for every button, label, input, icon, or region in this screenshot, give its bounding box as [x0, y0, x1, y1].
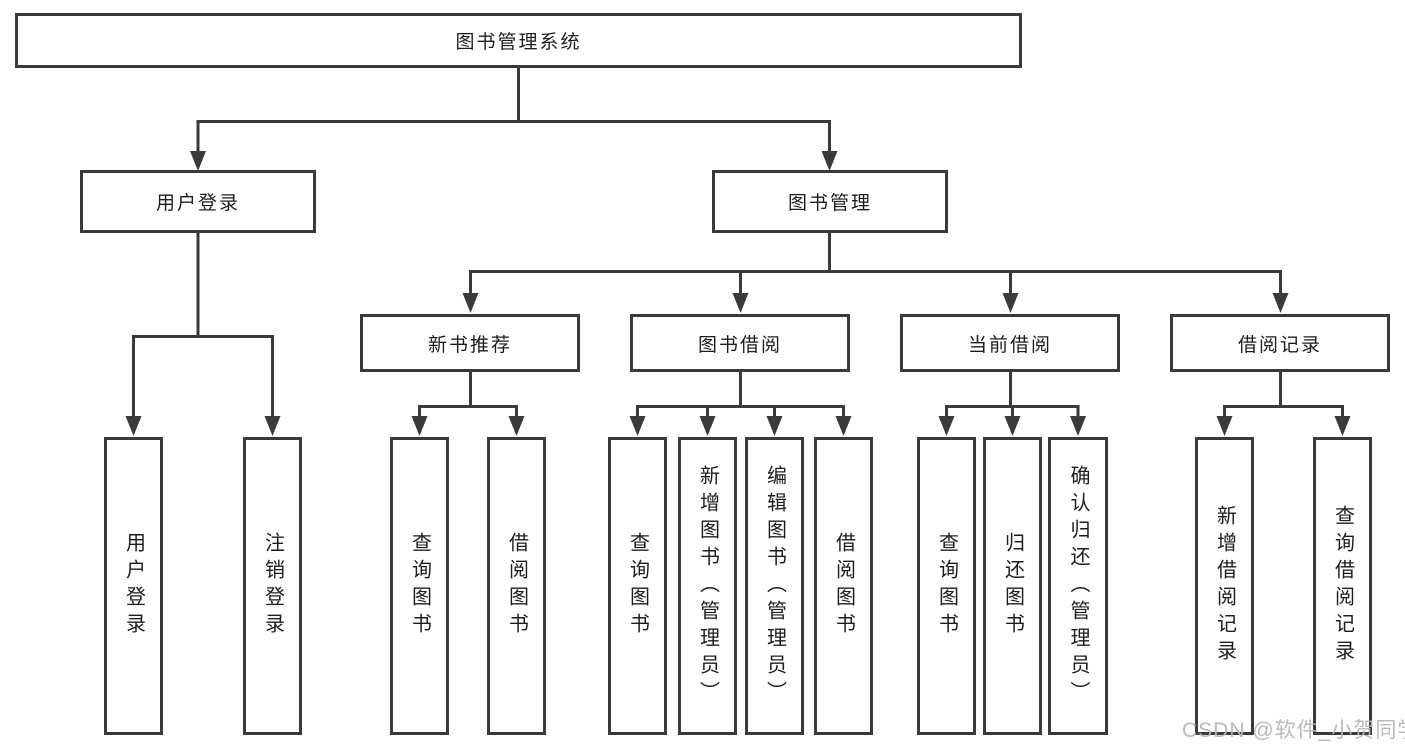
arrowhead-icon	[732, 293, 749, 313]
leaf-borrow-borrow-books: 借阅图书	[814, 437, 873, 735]
arrowhead-icon	[766, 416, 783, 436]
leaf-current-return-books-label: 归还图书	[1001, 532, 1024, 640]
leaf-current-confirm-return-admin: 确认归还（管理员）	[1048, 437, 1108, 735]
connector-recommend-to-leaves	[418, 370, 518, 421]
leaf-current-query-books-label: 查询图书	[935, 532, 958, 640]
leaf-recommend-borrow-books-label: 借阅图书	[505, 532, 528, 640]
leaf-borrow-add-books-admin-label: 新增图书（管理员）	[696, 464, 719, 708]
leaf-logout-label: 注销登录	[261, 532, 284, 640]
leaf-records-add: 新增借阅记录	[1195, 437, 1254, 735]
arrowhead-icon	[1216, 416, 1233, 436]
arrowhead-icon	[699, 416, 716, 436]
csdn-watermark: CSDN @软件_小贺同学	[1182, 719, 1405, 742]
arrowhead-icon	[1070, 416, 1086, 436]
leaf-recommend-query-books-label: 查询图书	[408, 532, 431, 640]
arrowhead-icon	[1334, 416, 1351, 436]
arrowhead-icon	[508, 416, 525, 436]
leaf-borrow-edit-books-admin: 编辑图书（管理员）	[745, 437, 804, 735]
connector-root-to-level2	[196, 66, 831, 156]
arrowhead-icon	[462, 293, 479, 313]
connector-current-to-leaves	[945, 370, 1080, 421]
node-book-borrow: 图书借阅	[630, 314, 850, 372]
node-user-login: 用户登录	[80, 170, 316, 233]
arrowhead-icon	[938, 416, 955, 436]
leaf-borrow-query-books-label: 查询图书	[626, 532, 649, 640]
leaf-borrow-query-books: 查询图书	[608, 437, 667, 735]
leaf-recommend-borrow-books: 借阅图书	[487, 437, 546, 735]
leaf-borrow-add-books-admin: 新增图书（管理员）	[678, 437, 737, 735]
leaf-records-add-label: 新增借阅记录	[1213, 505, 1236, 667]
node-new-book-recommend: 新书推荐	[360, 314, 580, 372]
leaf-user-login-label: 用户登录	[122, 532, 145, 640]
arrowhead-icon	[821, 151, 838, 171]
leaf-borrow-edit-books-admin-label: 编辑图书（管理员）	[763, 464, 786, 708]
leaf-borrow-borrow-books-label: 借阅图书	[832, 532, 855, 640]
node-library-management-system: 图书管理系统	[15, 13, 1022, 68]
arrowhead-icon	[1272, 293, 1289, 313]
node-borrow-records: 借阅记录	[1170, 314, 1390, 372]
leaf-recommend-query-books: 查询图书	[390, 437, 449, 735]
arrowhead-icon	[411, 416, 428, 436]
arrowhead-icon	[264, 416, 281, 436]
leaf-user-login: 用户登录	[104, 437, 163, 735]
arrowhead-icon	[125, 416, 142, 436]
arrowhead-icon	[835, 416, 852, 436]
node-book-management: 图书管理	[712, 170, 948, 233]
leaf-current-confirm-return-admin-label: 确认归还（管理员）	[1067, 464, 1089, 708]
arrowhead-icon	[1002, 293, 1019, 313]
leaf-logout: 注销登录	[243, 437, 302, 735]
arrowhead-icon	[629, 416, 646, 436]
connector-borrow-to-leaves	[636, 370, 845, 421]
connector-userlogin-to-leaves	[132, 231, 274, 421]
leaf-records-query: 查询借阅记录	[1313, 437, 1372, 735]
connector-bookmgmt-to-level3	[469, 231, 1282, 301]
connector-records-to-leaves	[1223, 370, 1344, 421]
arrowhead-icon	[1004, 416, 1021, 436]
leaf-current-return-books: 归还图书	[983, 437, 1042, 735]
leaf-records-query-label: 查询借阅记录	[1331, 505, 1354, 667]
node-current-borrow: 当前借阅	[900, 314, 1120, 372]
leaf-current-query-books: 查询图书	[917, 437, 976, 735]
arrowhead-icon	[190, 151, 206, 171]
